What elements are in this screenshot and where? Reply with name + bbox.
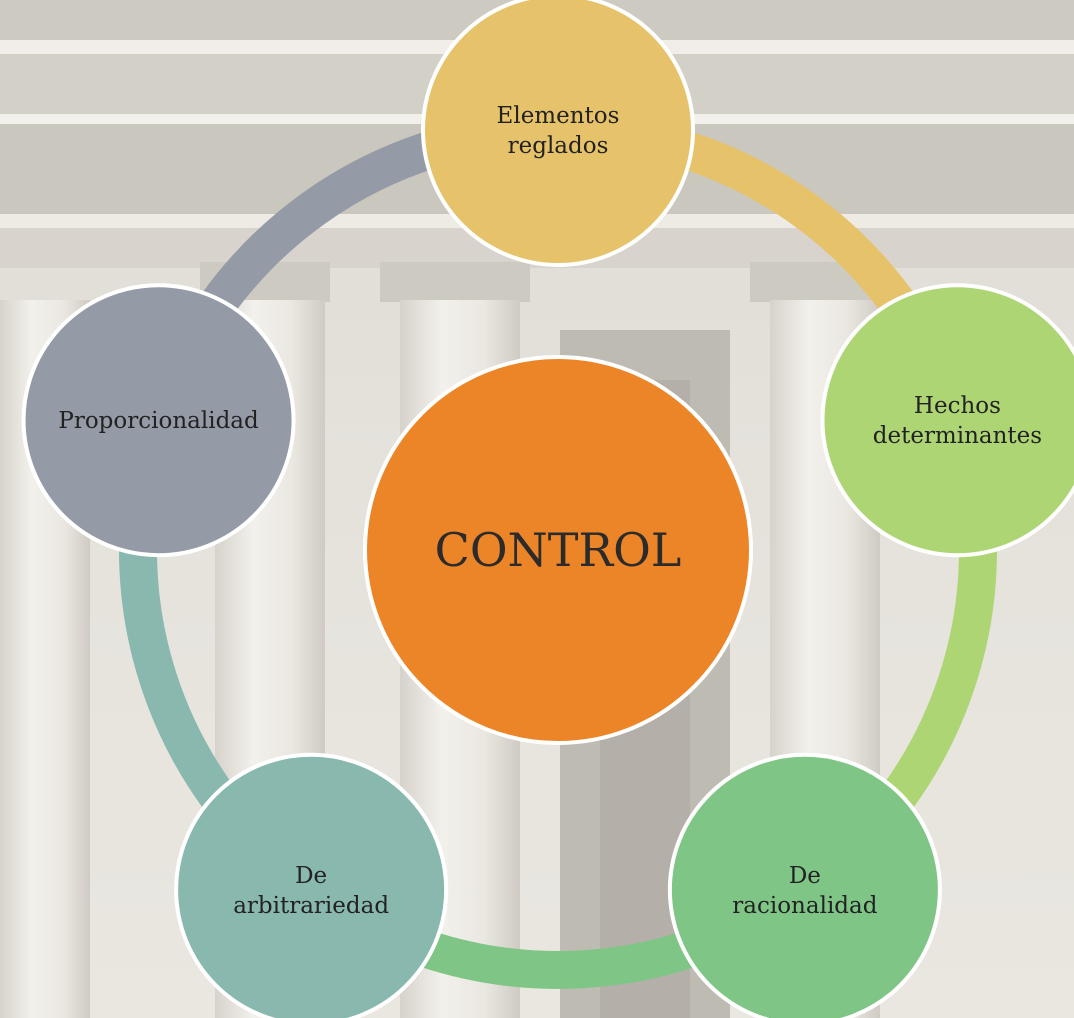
node-circle-proporcionalidad: [21, 283, 296, 558]
node-label-hechos: Hechos: [914, 393, 1001, 419]
node-label-racionalidad: De: [789, 863, 821, 889]
node-proporcionalidad: Proporcionalidad: [21, 283, 296, 558]
node-circle-arbitrariedad: [174, 752, 449, 1018]
node-label-arbitrariedad: arbitrariedad: [233, 893, 389, 919]
center-node: CONTROL: [363, 355, 753, 745]
node-circle-elementos: [421, 0, 695, 267]
node-label-proporcionalidad: Proporcionalidad: [58, 408, 259, 434]
node-elementos: Elementos reglados: [421, 0, 695, 267]
center-label: CONTROL: [435, 523, 682, 577]
node-circle-racionalidad: [667, 752, 942, 1018]
center-circle: [363, 355, 753, 745]
node-label-elementos: Elementos: [497, 103, 620, 129]
node-label-arbitrariedad: De: [295, 863, 327, 889]
node-hechos: Hechos determinantes: [820, 283, 1074, 558]
node-arbitrariedad: De arbitrariedad: [174, 752, 449, 1018]
node-circle-hechos: [820, 283, 1074, 558]
node-label-hechos: determinantes: [873, 423, 1042, 449]
node-label-racionalidad: racionalidad: [732, 893, 877, 919]
node-label-elementos: reglados: [508, 133, 609, 159]
node-racionalidad: De racionalidad: [667, 752, 942, 1018]
